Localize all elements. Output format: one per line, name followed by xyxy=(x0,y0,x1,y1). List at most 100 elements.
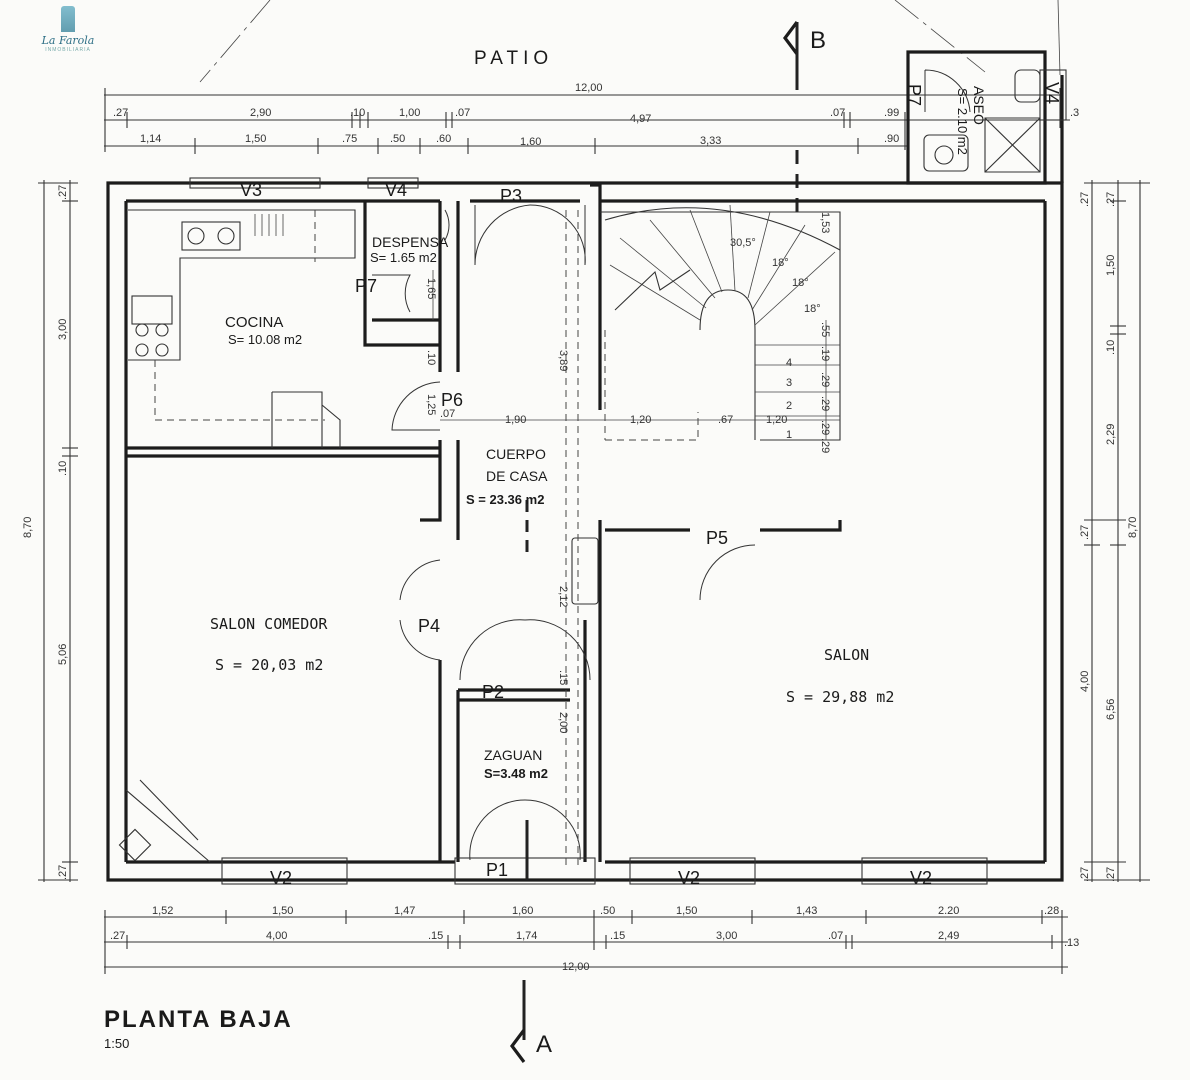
dim-bot-r2-5: 3,00 xyxy=(716,930,737,942)
logo-subtitle: INMOBILIARIA xyxy=(45,47,91,53)
dim-bot-r1-0: 1,52 xyxy=(152,905,173,917)
window-v3: V3 xyxy=(240,180,262,200)
section-marker-top: B xyxy=(783,21,826,215)
comedor-name: SALON COMEDOR xyxy=(210,615,328,633)
dim-inner-29b: .29 xyxy=(819,396,831,411)
opening-labels: V3 V4 V4 V2 V2 V2 P1 P2 P3 P4 P5 P6 P7 P… xyxy=(240,82,1062,888)
dim-left-outer: 8,70 xyxy=(22,517,34,538)
top-dimensions: 12,00 .27 2,90 .10 1,00 .07 4,97 .07 .99… xyxy=(104,82,1079,154)
bottom-dimensions: 1,52 1,50 1,47 1,60 .50 1,50 1,43 2.20 .… xyxy=(104,905,1079,974)
aseo-name: ASEO xyxy=(971,86,987,125)
window-v4: V4 xyxy=(385,180,407,200)
dim-bot-r1-3: 1,60 xyxy=(512,905,533,917)
dim-top-r1-6: 4,97 xyxy=(630,113,651,125)
dim-top-r1-8: .99 xyxy=(884,107,899,119)
dim-inner-067: .67 xyxy=(718,414,733,426)
exterior-walls xyxy=(106,181,1064,882)
dim-bot-r2-8: .13 xyxy=(1064,937,1079,949)
patio-label: PATIO xyxy=(474,48,553,69)
door-p2: P2 xyxy=(482,682,504,702)
door-p4: P4 xyxy=(418,616,440,636)
dim-inner-55: .55 xyxy=(819,322,831,337)
dim-left-e: .27 xyxy=(57,865,69,880)
dim-top-r1-0: .27 xyxy=(113,107,128,119)
left-dimensions: 8,70 .27 3,00 .10 5,06 .27 xyxy=(22,180,78,882)
dim-right-d: 2,29 xyxy=(1105,424,1117,445)
door-p7-despensa: P7 xyxy=(355,276,377,296)
dim-top-r2-5: 1,60 xyxy=(520,136,541,148)
dim-inner-125: 1,25 xyxy=(425,394,437,415)
window-v2-salon-2: V2 xyxy=(910,868,932,888)
dim-inner-212: 2,12 xyxy=(557,586,569,607)
dim-inner-120: 1,20 xyxy=(630,414,651,426)
cuerpo-area: S = 23.36 m2 xyxy=(466,492,544,507)
door-p1: P1 xyxy=(486,860,508,880)
dim-bot-r1-6: 1,43 xyxy=(796,905,817,917)
zaguan-name: ZAGUAN xyxy=(484,747,542,763)
inner-dimensions: 1,65 .10 1,25 .07 1,90 1,20 .67 1,20 3,8… xyxy=(425,212,840,733)
dim-top-r2-0: 1,14 xyxy=(140,133,161,145)
dim-top-r2-6: 3,33 xyxy=(700,135,721,147)
door-p6: P6 xyxy=(441,390,463,410)
dim-right-f: 6,56 xyxy=(1105,699,1117,720)
dim-right-h: .27 xyxy=(1105,867,1117,882)
window-v2-salon-1: V2 xyxy=(678,868,700,888)
stair-angle-1: 30,5° xyxy=(730,237,756,249)
dim-inner-153: 1,53 xyxy=(819,212,831,233)
section-marker-bottom: A xyxy=(510,980,552,1063)
dim-bot-r1-5: 1,50 xyxy=(676,905,697,917)
despensa-name: DESPENSA xyxy=(372,234,449,250)
despensa-area: S= 1.65 m2 xyxy=(370,250,437,265)
dim-top-r1-4: 1,00 xyxy=(399,107,420,119)
dim-left-d: 5,06 xyxy=(57,644,69,665)
dim-bot-r2-1: 4,00 xyxy=(266,930,287,942)
dim-top-r1-7: .07 xyxy=(830,107,845,119)
dim-left-c: .10 xyxy=(57,461,69,476)
zaguan-area: S=3.48 m2 xyxy=(484,766,548,781)
dim-inner-19: .19 xyxy=(819,346,831,361)
dim-bot-total: 12,00 xyxy=(562,961,590,973)
aseo-area: S= 2.10 m2 xyxy=(955,88,970,155)
interior-walls xyxy=(126,50,1064,862)
dim-right-b: 1,50 xyxy=(1105,255,1117,276)
dim-right-g: 4,00 xyxy=(1079,671,1091,692)
lighthouse-icon xyxy=(61,6,75,32)
spiral-staircase: 30,5° 18° 18° 18° 4 3 2 1 xyxy=(600,204,841,441)
dim-bot-r1-8: .28 xyxy=(1044,905,1059,917)
right-dimensions: .27 1,50 .10 2,29 .27 6,56 4,00 .27 8,70… xyxy=(1079,180,1150,882)
fireplace xyxy=(118,779,211,863)
section-axis xyxy=(525,210,579,880)
dim-bot-r2-0: .27 xyxy=(110,930,125,942)
door-p3: P3 xyxy=(500,186,522,206)
dim-left-a: .27 xyxy=(57,185,69,200)
cocina-name: COCINA xyxy=(225,314,283,331)
dim-inner-165: 1,65 xyxy=(425,278,437,299)
stair-angle-3: 18° xyxy=(792,277,809,289)
room-labels: COCINA S= 10.08 m2 DESPENSA S= 1.65 m2 C… xyxy=(210,86,987,781)
bathroom-fixtures xyxy=(923,69,1041,173)
dim-inner-29c: .29 xyxy=(819,420,831,435)
dim-inner-200: 2,00 xyxy=(557,712,569,733)
dim-inner-120b: 1,20 xyxy=(766,414,787,426)
cocina-area: S= 10.08 m2 xyxy=(228,332,302,347)
salon-area: S = 29,88 m2 xyxy=(786,688,894,706)
section-label-a: A xyxy=(536,1031,552,1058)
dim-right-total: 8,70 xyxy=(1127,517,1139,538)
salon-name: SALON xyxy=(824,646,869,664)
dim-right-c: .10 xyxy=(1105,340,1117,355)
doors xyxy=(372,204,756,861)
stair-angle-4: 18° xyxy=(804,303,821,315)
dim-left-b: 3,00 xyxy=(57,319,69,340)
dim-bot-r2-2: .15 xyxy=(428,930,443,942)
dim-top-r2-2: .75 xyxy=(342,133,357,145)
dim-right-a: .27 xyxy=(1105,192,1117,207)
patio-lines xyxy=(199,0,1061,83)
dim-inner-29a: .29 xyxy=(819,372,831,387)
dim-bot-r2-6: .07 xyxy=(828,930,843,942)
plan-title: PLANTA BAJA xyxy=(104,1006,293,1033)
window-v4-aseo: V4 xyxy=(1042,82,1062,104)
dim-inner-15: .15 xyxy=(557,670,569,685)
stair-angle-2: 18° xyxy=(772,257,789,269)
dim-inner-389: 3,89 xyxy=(557,350,569,371)
dim-bot-r2-7: 2,49 xyxy=(938,930,959,942)
